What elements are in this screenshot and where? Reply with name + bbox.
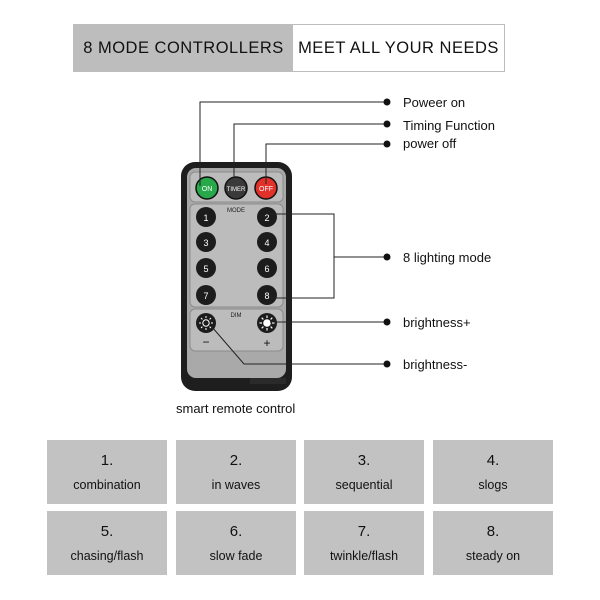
- header-banner: 8 MODE CONTROLLERS MEET ALL YOUR NEEDS: [73, 24, 505, 72]
- banner-title-right: MEET ALL YOUR NEEDS: [293, 25, 504, 71]
- on-button-label: ON: [202, 186, 213, 193]
- number-button-1[interactable]: 1: [196, 207, 216, 227]
- number-button-8-label: 8: [264, 291, 269, 301]
- leader-mode-bracket: [270, 213, 335, 299]
- mode-card-8: 8. steady on: [433, 511, 553, 575]
- mode-label: MODE: [227, 208, 245, 214]
- mode-number: 4.: [486, 452, 500, 469]
- banner-title-left: 8 MODE CONTROLLERS: [74, 25, 293, 71]
- leader-power-on: [199, 101, 386, 186]
- annotation-timing-function: Timing Function: [403, 118, 495, 133]
- mode-number: 2.: [229, 452, 243, 469]
- leader-brightness-minus: [211, 326, 386, 365]
- annotation-lighting-mode: 8 lighting mode: [403, 250, 492, 265]
- mode-card-6: 6. slow fade: [176, 511, 296, 575]
- mode-name: steady on: [465, 549, 521, 563]
- number-button-2-label: 2: [264, 213, 269, 223]
- mode-number: 7.: [357, 523, 371, 540]
- mode-number: 6.: [229, 523, 243, 540]
- number-button-4-label: 4: [264, 238, 269, 248]
- mode-name: in waves: [211, 478, 261, 492]
- timer-button[interactable]: TIMER: [224, 176, 248, 200]
- leader-lines: [199, 101, 386, 365]
- dim-label: DIM: [231, 313, 242, 319]
- remote-caption: smart remote control: [176, 401, 296, 416]
- mode-name: chasing/flash: [70, 549, 144, 563]
- leader-timing: [233, 123, 386, 178]
- mode-number: 5.: [100, 523, 114, 540]
- mode-number: 3.: [357, 452, 371, 469]
- number-button-6[interactable]: 6: [257, 258, 277, 278]
- number-pad-panel: [189, 203, 284, 308]
- brightness-down-button[interactable]: [196, 313, 216, 333]
- mode-name: twinkle/flash: [329, 549, 399, 563]
- timer-button-label: TIMER: [227, 187, 246, 193]
- on-button[interactable]: ON: [195, 176, 219, 200]
- number-button-2[interactable]: 2: [257, 207, 277, 227]
- mode-card-1: 1. combination: [47, 440, 167, 504]
- annotation-brightness-minus: brightness-: [403, 357, 468, 372]
- mode-name: slogs: [478, 478, 508, 492]
- mode-card-5: 5. chasing/flash: [47, 511, 167, 575]
- mode-name: combination: [73, 478, 141, 492]
- number-button-8[interactable]: 8: [257, 285, 277, 305]
- mode-card-7: 7. twinkle/flash: [304, 511, 424, 575]
- number-button-1-label: 1: [203, 213, 208, 223]
- leader-dots: [383, 98, 391, 368]
- annotation-brightness-plus: brightness+: [403, 315, 471, 330]
- sun-bright-icon: [259, 315, 275, 331]
- mode-card-2: 2. in waves: [176, 440, 296, 504]
- number-button-4[interactable]: 4: [257, 232, 277, 252]
- number-button-3-label: 3: [203, 238, 208, 248]
- number-button-6-label: 6: [264, 264, 269, 274]
- plus-symbol: +: [263, 336, 270, 350]
- mode-number: 8.: [486, 523, 500, 540]
- mode-number: 1.: [100, 452, 114, 469]
- minus-symbol: −: [202, 335, 209, 349]
- mode-name: slow fade: [209, 549, 263, 563]
- number-button-7-label: 7: [203, 291, 208, 301]
- sun-dim-icon: [199, 316, 213, 330]
- brightness-up-button[interactable]: [257, 313, 277, 333]
- number-button-7[interactable]: 7: [196, 285, 216, 305]
- number-button-3[interactable]: 3: [196, 232, 216, 252]
- number-button-5[interactable]: 5: [196, 258, 216, 278]
- mode-card-3: 3. sequential: [304, 440, 424, 504]
- remote-battery-tab: [250, 378, 286, 384]
- number-button-5-label: 5: [203, 264, 208, 274]
- leader-power-off: [265, 143, 386, 184]
- mode-card-4: 4. slogs: [433, 440, 553, 504]
- mode-name: sequential: [335, 478, 393, 492]
- off-button-label: OFF: [259, 186, 273, 193]
- annotation-power-off: power off: [403, 136, 457, 151]
- annotation-power-on: Poweer on: [403, 95, 466, 110]
